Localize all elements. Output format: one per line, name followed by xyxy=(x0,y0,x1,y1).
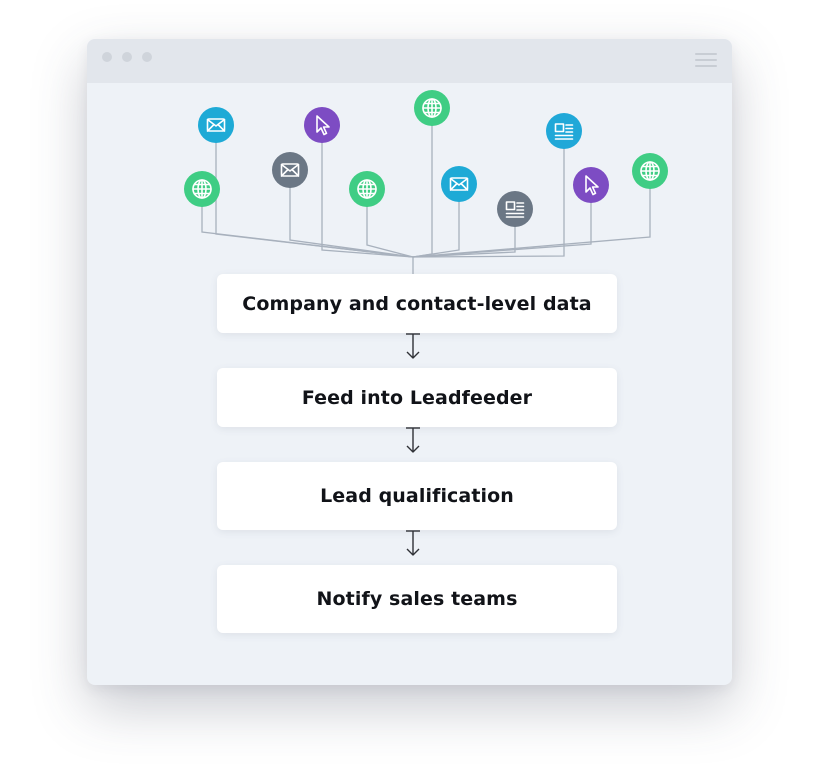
flow-arrows xyxy=(406,333,420,556)
connector-lines xyxy=(201,108,651,274)
down-arrow-icon xyxy=(406,530,420,556)
globe-icon xyxy=(184,171,220,207)
connector-line xyxy=(412,108,433,258)
globe-icon xyxy=(632,153,668,189)
step-notify-sales-teams: Notify sales teams xyxy=(217,565,617,633)
step-company-contact-data: Company and contact-level data xyxy=(217,274,617,333)
connector-line xyxy=(412,184,460,258)
globe-icon xyxy=(414,90,450,126)
connector-line xyxy=(412,185,592,258)
down-arrow-icon xyxy=(406,333,420,359)
window-dot xyxy=(122,52,132,62)
step-feed-into-leadfeeder: Feed into Leadfeeder xyxy=(217,368,617,427)
newspaper-icon xyxy=(546,113,582,149)
hamburger-menu-icon xyxy=(695,51,717,69)
globe-icon xyxy=(349,171,385,207)
source-icons xyxy=(184,90,668,227)
connector-line xyxy=(321,125,414,258)
window-dot xyxy=(102,52,112,62)
window-titlebar xyxy=(87,39,732,83)
cursor-icon xyxy=(304,107,340,143)
newspaper-icon xyxy=(497,191,533,227)
step-lead-qualification: Lead qualification xyxy=(217,462,617,530)
connector-line xyxy=(412,171,651,258)
mail-icon xyxy=(441,166,477,202)
connector-line xyxy=(289,170,414,258)
cursor-icon xyxy=(573,167,609,203)
window-dot xyxy=(142,52,152,62)
mail-icon xyxy=(272,152,308,188)
down-arrow-icon xyxy=(406,427,420,453)
connector-line xyxy=(412,131,565,258)
connector-line xyxy=(366,189,414,258)
mail-icon xyxy=(198,107,234,143)
